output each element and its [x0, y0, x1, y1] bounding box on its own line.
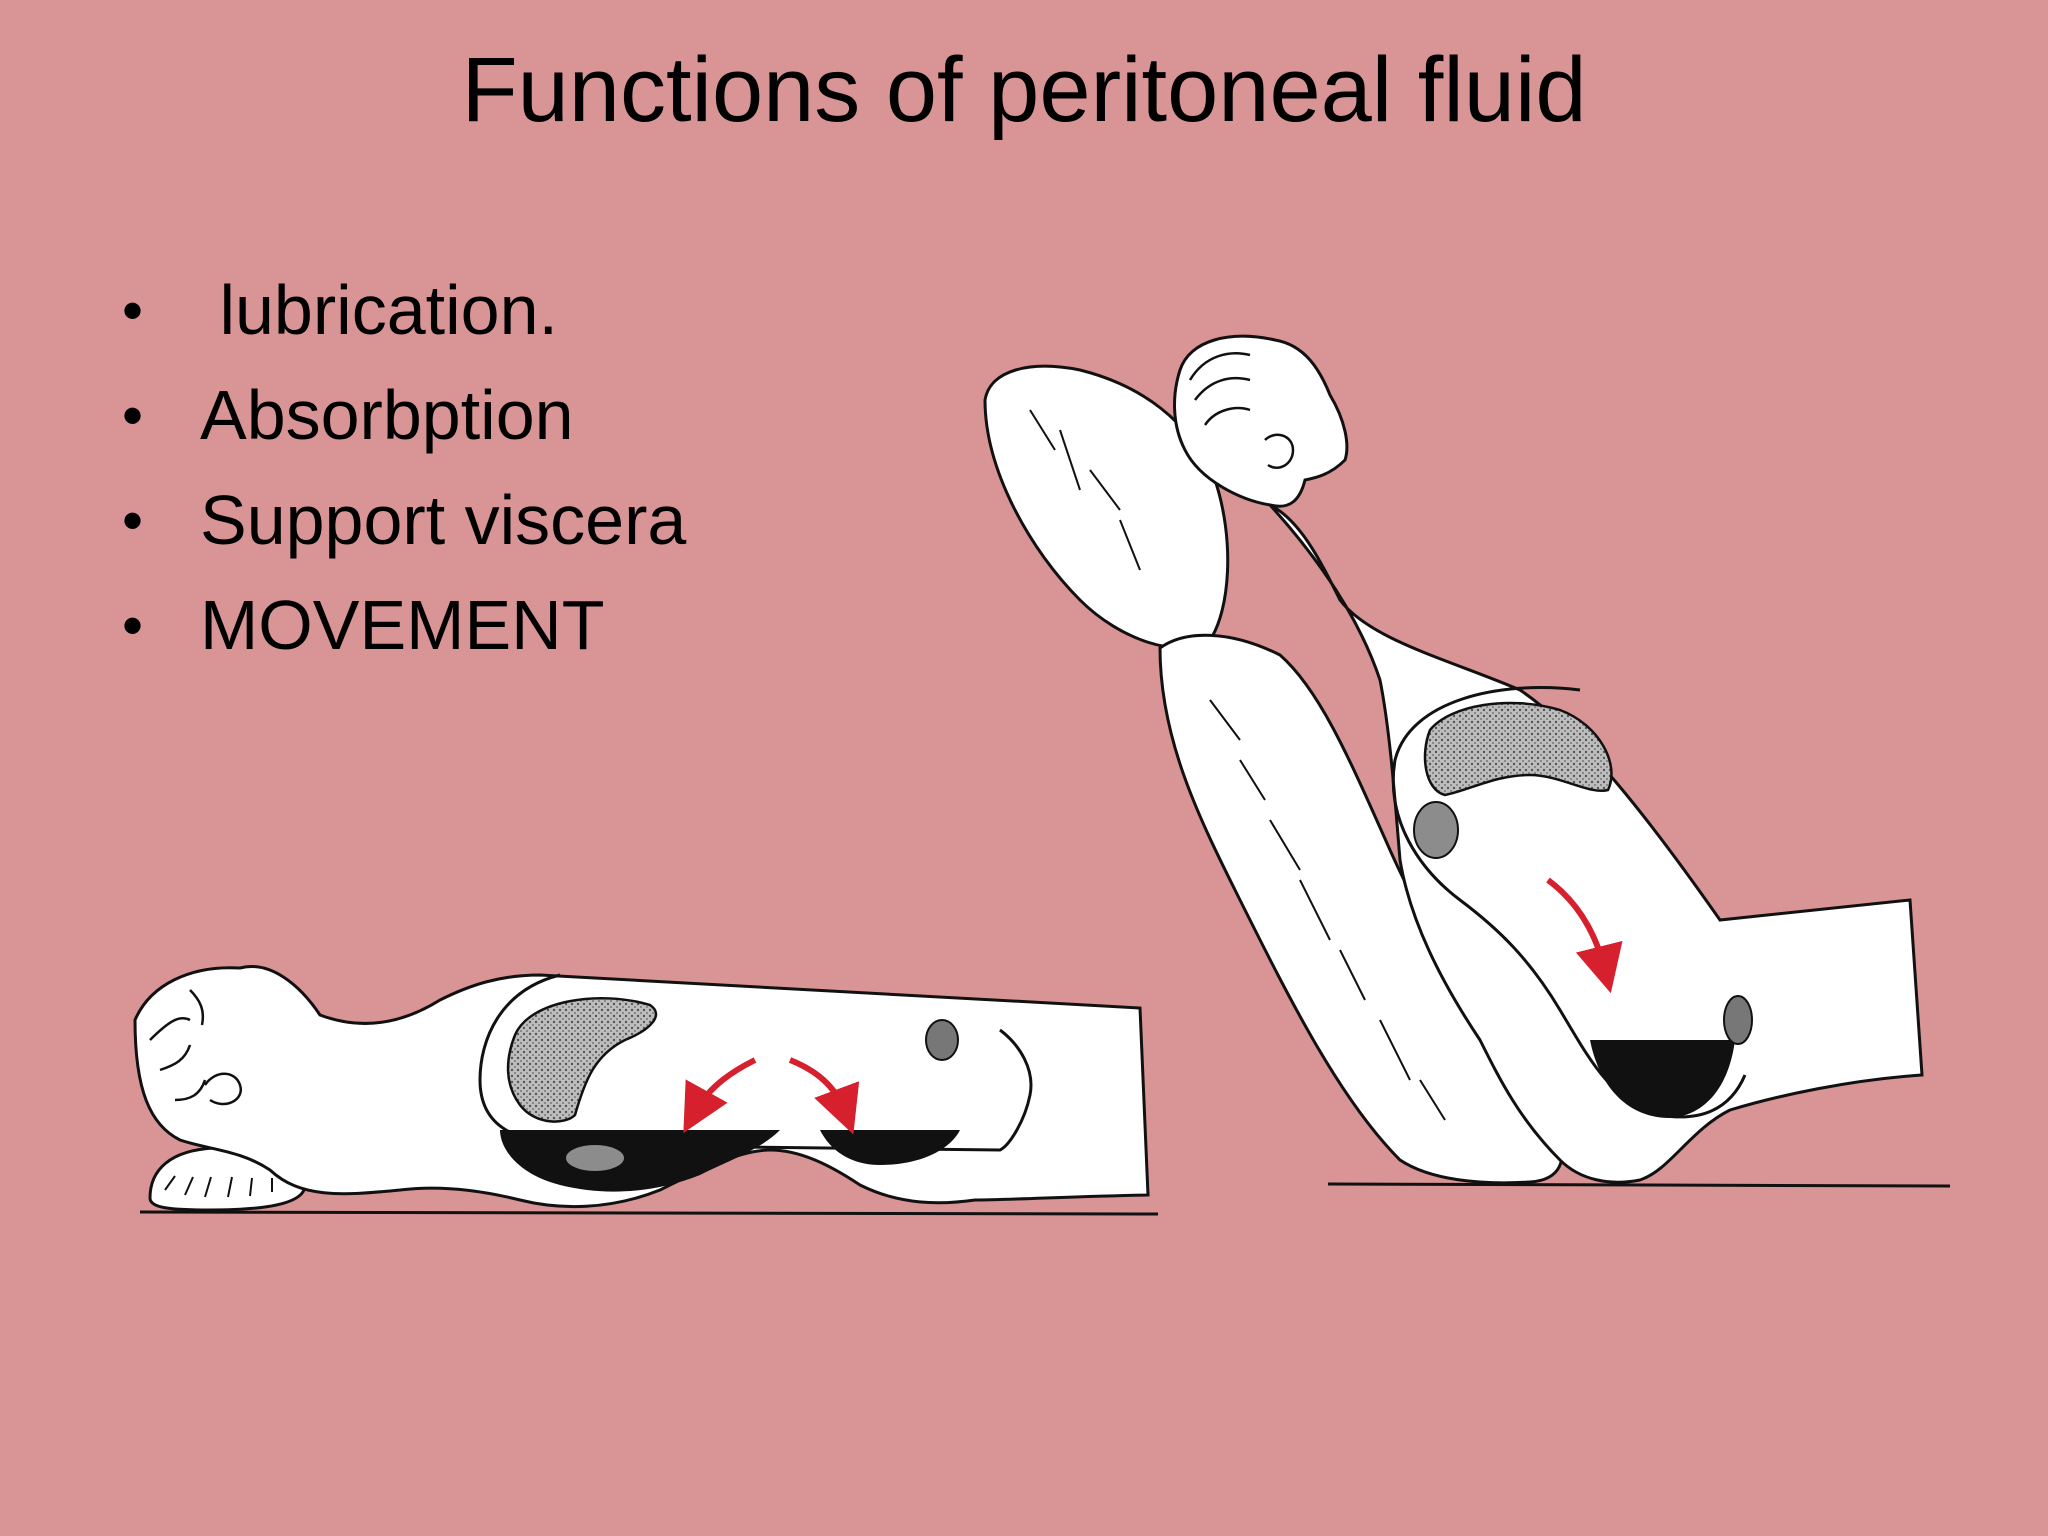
fluid-pool-left-b — [820, 1130, 960, 1165]
bullet-text: Absorbption — [200, 376, 574, 454]
bullet-text: lubrication. — [200, 271, 558, 349]
bullet-item: • Absorbption — [118, 363, 686, 468]
bullet-item: • lubrication. — [118, 258, 686, 363]
reclined-figure-illustration — [983, 334, 1951, 1188]
floor-line-right — [1327, 1182, 1951, 1188]
pillow-lower — [1158, 633, 1564, 1185]
liver-right — [1423, 701, 1613, 797]
floor-line-left — [139, 1210, 1159, 1216]
bullet-dot: • — [122, 382, 144, 449]
bullet-text: MOVEMENT — [200, 586, 605, 664]
bullet-dot: • — [122, 277, 144, 344]
slide-title: Functions of peritoneal fluid — [461, 39, 1587, 141]
bullet-text: Support viscera — [200, 481, 687, 559]
bullet-list: • lubrication. • Absorbption • Support vis… — [118, 258, 686, 678]
bullet-dot: • — [122, 487, 144, 554]
liver-left — [506, 997, 658, 1123]
supine-figure-illustration — [133, 965, 1159, 1216]
bullet-dot: • — [122, 592, 144, 659]
fluid-pool-right — [1590, 1040, 1735, 1118]
bullet-item: • MOVEMENT — [118, 573, 686, 678]
reclined-head — [1173, 334, 1349, 508]
fluid-pool-left-a — [500, 1130, 780, 1192]
bullet-item: • Support viscera — [118, 468, 686, 573]
